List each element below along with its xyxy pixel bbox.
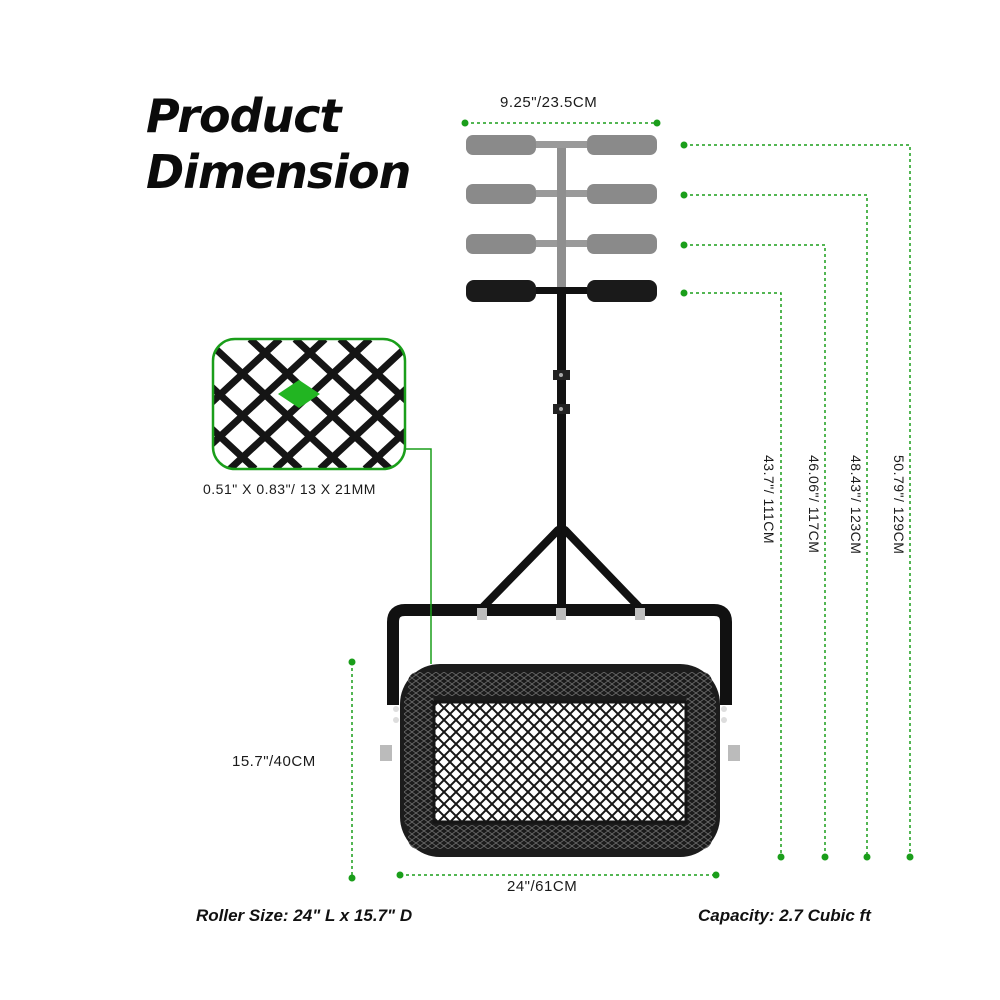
height-dimension-2 — [680, 241, 829, 861]
mesh-closeup — [211, 337, 432, 664]
height-label-1: 43.7"/ 111CM — [761, 455, 777, 545]
roller-frame — [387, 604, 732, 705]
handle-position-4 — [466, 135, 657, 155]
page-title: Product Dimension — [146, 88, 411, 200]
roller-length-label: 24"/61CM — [507, 878, 578, 895]
roller-length-dimension — [396, 871, 720, 879]
handle-shaft-upper — [557, 148, 566, 288]
handle-position-3 — [466, 184, 657, 204]
height-label-4: 50.79"/ 129CM — [891, 455, 907, 555]
title-line-1: Product — [146, 89, 342, 143]
height-label-2: 46.06"/ 117CM — [806, 455, 822, 554]
height-label-3: 48.43"/ 123CM — [848, 455, 864, 555]
roller-size-caption: Roller Size: 24" L x 15.7" D — [196, 906, 413, 925]
handle-position-1 — [466, 280, 657, 302]
roller-diameter-label: 15.7"/40CM — [232, 753, 316, 770]
capacity-caption: Capacity: 2.7 Cubic ft — [698, 906, 871, 925]
roller-cage — [380, 664, 740, 857]
title-line-2: Dimension — [146, 145, 411, 199]
height-dimension-3 — [680, 191, 871, 861]
height-dimension-1 — [680, 289, 785, 861]
handle-shaft — [478, 294, 644, 614]
height-dimension-4 — [680, 141, 914, 861]
roller-diameter-dimension — [348, 658, 356, 882]
handle-width-label: 9.25"/23.5CM — [500, 94, 598, 111]
handle-width-dimension — [461, 119, 661, 127]
mesh-size-label: 0.51" X 0.83"/ 13 X 21MM — [203, 481, 376, 497]
